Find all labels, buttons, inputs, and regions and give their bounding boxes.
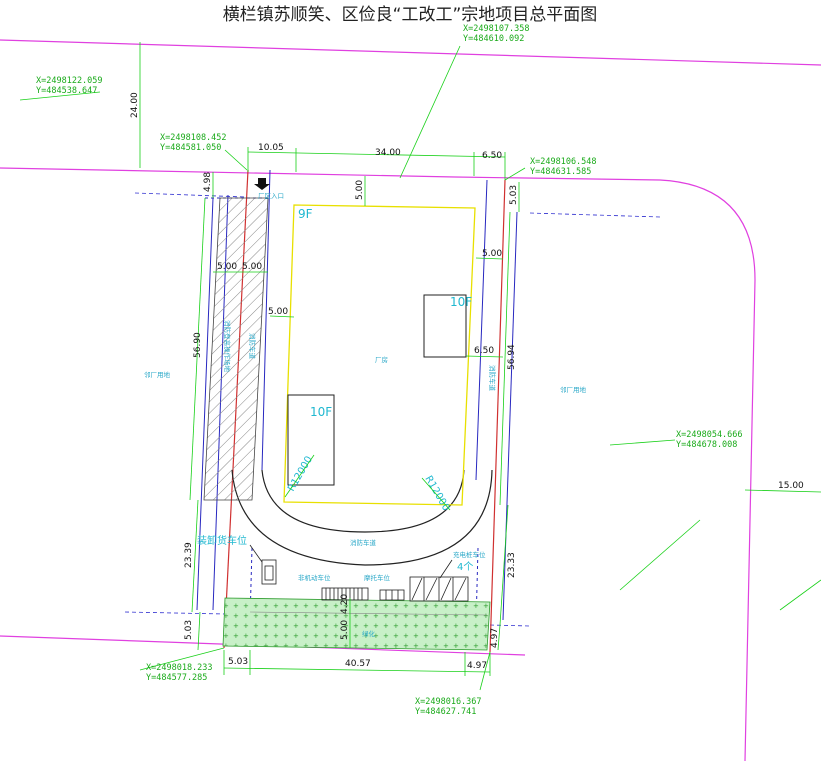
loading-bay-label: 装卸货车位 (197, 534, 247, 547)
dim-top-seg3: 6.50 (482, 151, 502, 161)
dimension-lines (139, 42, 821, 676)
factory-label: 厂房 (375, 355, 388, 364)
tower-block-10f-right (423, 294, 467, 358)
road-lines (0, 39, 821, 761)
coord-bottom-right-y: Y=484627.741 (415, 707, 476, 717)
nonmotor-parking-label: 非机动车位 (298, 573, 331, 582)
floor-label-10f-right: 10F (450, 295, 472, 309)
coord-top-right-y: Y=484631.585 (530, 167, 591, 177)
coord-top-right-x: X=2498106.548 (530, 157, 597, 167)
fire-lane-bottom-label: 消防车道 (350, 538, 377, 547)
dim-left-height: 56.90 (193, 332, 203, 358)
charging-count-label: 4个 (457, 561, 473, 573)
dim-bottom-seg3: 4.97 (467, 661, 487, 671)
dim-left-seg1: 5.00 (217, 262, 237, 272)
floor-label-10f-left: 10F (310, 405, 332, 419)
coord-top-left-far-y: Y=484538.647 (36, 86, 97, 96)
coord-top-left-far-x: X=2498122.059 (36, 76, 103, 86)
neighbor-boundaries (124, 192, 661, 627)
dim-road-right: 15.00 (778, 481, 804, 491)
coord-top-left-x: X=2498108.452 (160, 133, 227, 143)
tower-block-10f-left (287, 394, 335, 486)
coordinate-leaders (19, 45, 821, 691)
radius-right-leader (421, 477, 451, 511)
dim-left-seg2: 5.00 (242, 262, 262, 272)
coord-bottom-right-x: X=2498016.367 (415, 697, 482, 707)
dim-bottom-right-small: 4.97 (490, 628, 500, 648)
dim-right-height: 56.94 (507, 344, 517, 370)
truck-icon (264, 565, 274, 581)
dim-setback-top-right: 5.03 (509, 185, 519, 205)
dim-bottom-seg1: 5.03 (228, 657, 248, 667)
coord-top-center-y: Y=484610.092 (463, 34, 524, 44)
dim-right-gap: 6.50 (474, 346, 494, 356)
greenery-divider (249, 611, 488, 616)
dim-top-seg2: 34.00 (375, 148, 401, 158)
dim-bottom-seg2: 40.57 (345, 659, 371, 669)
dim-right-lower: 23.33 (507, 552, 517, 578)
dim-inner-left: 5.00 (268, 307, 288, 317)
dim-setback-top-left: 4.98 (203, 172, 213, 192)
dim-green-h2: 5.00 (340, 620, 350, 640)
charging-parking-stalls (409, 576, 469, 602)
dim-setback-top-mid: 5.00 (355, 180, 365, 200)
nonmotor-parking-stalls (321, 587, 369, 601)
entrance-label: 厂区入口 (258, 192, 284, 200)
motor-parking-stalls (379, 589, 405, 601)
charging-leader (439, 559, 453, 579)
greenery-area (222, 597, 491, 651)
fire-lane-loop (231, 469, 493, 566)
charging-parking-label: 充电桩车位 (453, 550, 486, 559)
neighbor-right-label: 邻厂用地 (560, 385, 587, 394)
factory-building (283, 204, 476, 506)
dim-bottom-left-small: 5.03 (184, 620, 194, 640)
coord-right-y: Y=484678.008 (676, 440, 737, 450)
coord-top-center-x: X=2498107.358 (463, 24, 530, 34)
coord-bottom-left-x: X=2498018.233 (146, 663, 213, 673)
radius-right-label: R12000 (422, 474, 451, 513)
floor-label-9f: 9F (298, 207, 313, 221)
entrance-arrow-icon (254, 178, 270, 190)
dim-right-seg: 5.00 (482, 249, 502, 259)
loading-bay-stall (261, 559, 277, 585)
fire-lane-right-label: 消防车道 (488, 365, 497, 392)
loading-bay-leader (249, 544, 263, 563)
coord-top-left-y: Y=484581.050 (160, 143, 221, 153)
motor-parking-label: 摩托车位 (364, 573, 391, 582)
dim-road-left: 24.00 (130, 92, 140, 118)
dim-left-lower: 23.39 (184, 542, 194, 568)
coord-right-x: X=2498054.666 (676, 430, 743, 440)
coord-bottom-left-y: Y=484577.285 (146, 673, 207, 683)
radius-left-leader (284, 454, 315, 498)
fire-lane-left-label: 消防车道 (248, 333, 257, 360)
dim-top-seg1: 10.05 (258, 143, 284, 153)
fire-rescue-site-hatch (203, 197, 269, 501)
drawing-title: 横栏镇苏顺笑、区俭良“工改工”宗地项目总平面图 (223, 5, 598, 25)
fire-rescue-site-label: 消防登高操作场地 (223, 320, 232, 373)
neighbor-left-label: 邻厂用地 (144, 370, 171, 379)
dim-green-h1: 4.20 (340, 594, 350, 614)
greenery-label: 绿化 (362, 629, 376, 638)
